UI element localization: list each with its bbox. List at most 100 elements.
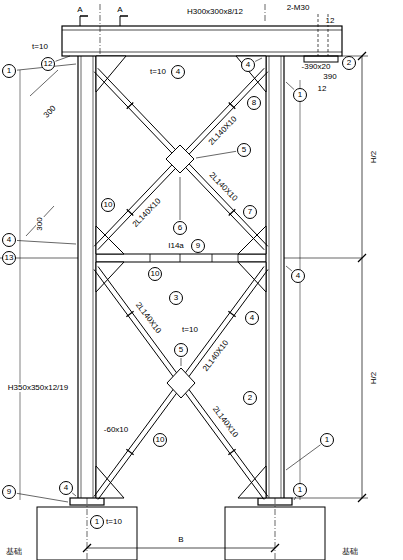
- gusset-plate: [236, 56, 266, 92]
- dimension-line: [26, 206, 54, 236]
- callout-text: 6: [178, 224, 182, 232]
- callout-number: 4: [291, 269, 305, 283]
- callout-text: 10: [151, 270, 160, 278]
- leader-line: [196, 151, 236, 158]
- centre-line: [87, 498, 88, 560]
- drawing-label: 300: [42, 104, 58, 121]
- angle-brace: [98, 269, 268, 499]
- batten-plate: [229, 102, 236, 108]
- drawing-label: -390x20: [301, 63, 332, 71]
- callout-number: 7: [243, 205, 257, 219]
- drawing-label: 390: [322, 73, 337, 81]
- leader-line: [17, 240, 76, 244]
- drawing-label: 2L140X10: [133, 300, 163, 336]
- callout-text: 4: [250, 314, 254, 322]
- batten-plate: [127, 102, 134, 108]
- leader-line: [72, 493, 76, 496]
- leader-line: [180, 177, 181, 220]
- callout-text: 10: [156, 436, 165, 444]
- callout-number: 10: [101, 198, 115, 212]
- batten-plate: [228, 449, 235, 454]
- callout-text: 7: [248, 208, 252, 216]
- dimension-tick: [83, 544, 91, 552]
- dimension-tick: [358, 494, 366, 502]
- axis-line: [300, 80, 301, 500]
- callout-number: 1: [293, 483, 307, 497]
- bearing-plate: [304, 56, 338, 62]
- column-flange: [93, 56, 94, 498]
- gusset-plate: [238, 262, 266, 292]
- callout-number: 5: [237, 143, 251, 157]
- drawing-label: H/2: [370, 150, 378, 164]
- drawing-label: 基础: [5, 548, 23, 556]
- drawing-label: t=10: [149, 68, 167, 76]
- column-flange: [81, 56, 82, 498]
- dimension-tick: [358, 254, 366, 262]
- beam-flange: [62, 30, 342, 31]
- callout-number: 1: [2, 64, 16, 78]
- angle-brace: [94, 269, 264, 499]
- dimension-tick: [358, 52, 366, 60]
- drawing-label: 基础: [341, 548, 359, 556]
- callout-text: 5: [179, 346, 183, 354]
- centre-line: [275, 498, 276, 560]
- callout-number: 4: [2, 233, 16, 247]
- callout-number: 9: [191, 239, 205, 253]
- callout-number: 12: [41, 57, 55, 71]
- callout-text: 4: [7, 236, 11, 244]
- axis-line: [20, 70, 21, 500]
- callout-number: 4: [171, 65, 185, 79]
- callout-number: 10: [153, 433, 167, 447]
- angle-brace: [98, 72, 268, 250]
- callout-number: 5: [174, 343, 188, 357]
- callout-number: 4: [59, 481, 73, 495]
- angle-brace: [98, 68, 268, 246]
- angle-brace: [94, 72, 264, 250]
- dimension-line: [362, 56, 363, 498]
- drawing-label: 300: [36, 216, 44, 231]
- callout-text: 8: [252, 99, 256, 107]
- callout-text: 13: [5, 254, 14, 262]
- callout-text: 1: [298, 91, 302, 99]
- drawing-label: H350x350x12/19: [7, 384, 70, 392]
- callout-number: 2: [342, 56, 356, 70]
- callout-text: 2: [248, 394, 252, 402]
- beam-stiffener: [180, 254, 181, 262]
- callout-text: 4: [176, 68, 180, 76]
- callout-number: 8: [247, 96, 261, 110]
- callout-text: 2: [347, 59, 351, 67]
- drawing-label: 2L140X10: [131, 196, 163, 229]
- level-line: [284, 258, 362, 259]
- leader-line: [181, 358, 182, 366]
- bolt-line: [318, 14, 319, 56]
- drawing-label: 2L140X10: [210, 404, 240, 440]
- batten-plate: [126, 311, 133, 316]
- drawing-label: B: [177, 536, 184, 544]
- drawing-label: A: [116, 6, 123, 14]
- beam-stiffener: [150, 254, 151, 262]
- column-flange: [283, 56, 284, 498]
- section-mark: [120, 15, 128, 17]
- callout-number: 1: [320, 433, 334, 447]
- beam-stiffener: [212, 254, 213, 262]
- angle-brace: [94, 267, 264, 497]
- dimension-line: [87, 548, 275, 549]
- callout-number: 3: [169, 291, 183, 305]
- drawing-label: -60x10: [103, 426, 129, 434]
- gusset-plate: [166, 145, 194, 173]
- callout-number: 4: [245, 311, 259, 325]
- centre-line: [100, 4, 101, 64]
- callout-text: 1: [325, 436, 329, 444]
- angle-brace: [98, 267, 268, 497]
- batten-plate: [126, 449, 133, 454]
- callout-text: 4: [64, 484, 68, 492]
- callout-number: 4: [241, 58, 255, 72]
- centre-line: [265, 4, 266, 22]
- callout-number: 9: [2, 485, 16, 499]
- leader-line: [294, 497, 296, 500]
- leader-line: [56, 56, 70, 61]
- column-flange: [77, 56, 78, 498]
- gusset-plate: [96, 56, 126, 92]
